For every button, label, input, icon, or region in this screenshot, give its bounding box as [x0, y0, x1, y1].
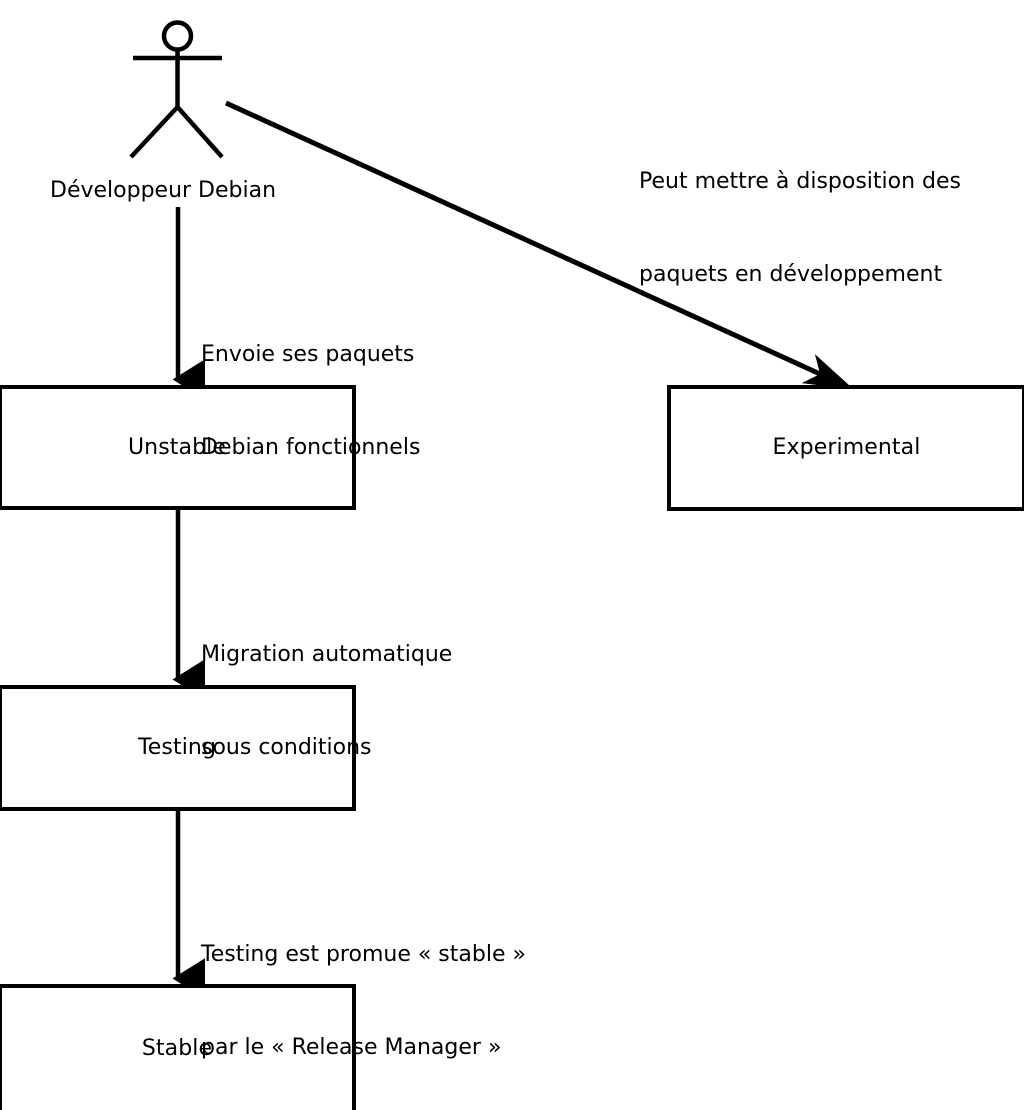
node-box-stable[interactable]: Stable [0, 984, 356, 1110]
stick-figure-actor-icon [129, 20, 224, 159]
edge-label-dev-to-experimental: Peut mettre à disposition des paquets en… [639, 104, 961, 352]
actor-label-developpeur-debian: Développeur Debian [50, 178, 277, 203]
edge-label-line-1: Testing est promue « stable » [201, 942, 526, 967]
edge-label-line-1: Peut mettre à disposition des [639, 169, 961, 194]
node-box-experimental[interactable]: Experimental [667, 385, 1024, 511]
edge-label-line-1: Envoie ses paquets [201, 342, 415, 367]
edge-label-line-2: paquets en développement [639, 262, 943, 287]
edge-label-testing-to-stable: Testing est promue « stable » par le « R… [201, 877, 526, 1110]
edge-dev-to-experimental [224, 100, 854, 390]
edge-label-line-2: Debian fonctionnels [201, 435, 421, 460]
node-box-unstable[interactable]: Unstable [0, 385, 356, 510]
node-box-testing[interactable]: Testing [0, 685, 356, 811]
node-label-stable: Stable [141, 1036, 213, 1061]
node-label-testing: Testing [137, 735, 217, 760]
node-label-unstable: Unstable [127, 434, 227, 460]
edge-label-line-1: Migration automatique [201, 642, 453, 667]
edge-label-line-2: par le « Release Manager » [201, 1035, 502, 1060]
edge-label-unstable-to-testing: Migration automatique sous conditions [201, 577, 452, 825]
node-label-experimental: Experimental [772, 435, 921, 460]
edge-label-line-2: sous conditions [201, 735, 372, 760]
edge-label-dev-to-unstable: Envoie ses paquets Debian fonctionnels [201, 277, 420, 525]
